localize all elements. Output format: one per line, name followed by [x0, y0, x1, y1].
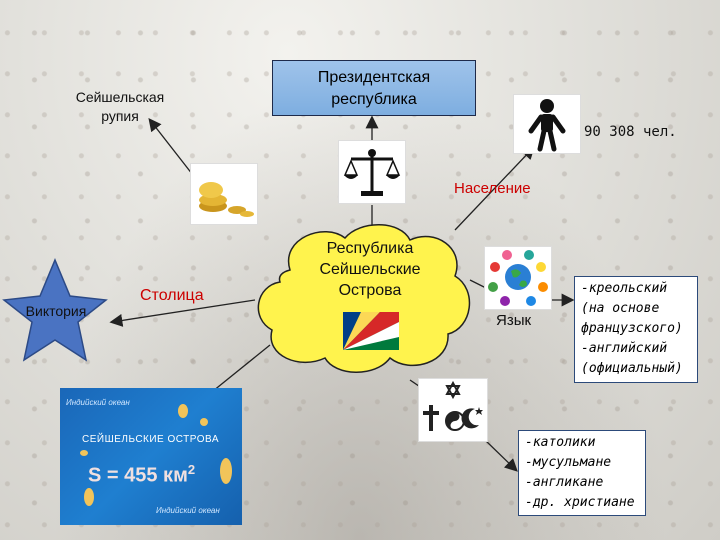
- language-item: (официальный): [581, 361, 683, 376]
- currency-text: Сейшельская рупия: [75, 89, 165, 124]
- map-ocean-bottom: Индийский океан: [156, 506, 220, 515]
- map-ocean-top: Индийский океан: [66, 398, 130, 407]
- seychelles-map: Индийский океан Индийский океан СЕЙШЕЛЬС…: [60, 388, 242, 525]
- capital-star-icon: [2, 258, 108, 362]
- religions-list: -католики -мусульмане -англикане -др. хр…: [518, 430, 646, 516]
- center-cloud: [257, 224, 471, 373]
- religion-item: -др. христиане: [525, 495, 635, 510]
- government-box: Президентская республика: [272, 60, 476, 116]
- government-text: Президентская республика: [317, 69, 431, 108]
- language-item: -креольский: [581, 281, 668, 296]
- map-island: [200, 418, 208, 426]
- capital-name: Виктория: [25, 303, 87, 319]
- person-icon: [513, 94, 581, 154]
- globe-hands-icon: [484, 246, 552, 310]
- map-island: [220, 458, 232, 484]
- map-island: [178, 404, 188, 418]
- arrow-religion-list: [484, 439, 518, 472]
- population-count: 90 308 чел.: [584, 124, 677, 140]
- seychelles-flag-icon: [343, 312, 399, 350]
- map-title: СЕЙШЕЛЬСКИЕ ОСТРОВА: [82, 434, 220, 445]
- language-label: Язык: [496, 312, 532, 329]
- arrow-capital: [109, 299, 256, 327]
- population-label: Население: [454, 180, 531, 197]
- map-island: [80, 450, 88, 456]
- languages-list: -креольский (на основе французского) -ан…: [574, 276, 698, 383]
- religion-item: -католики: [525, 435, 596, 450]
- arrow-population: [454, 146, 535, 231]
- religion-symbols-icon: [418, 378, 488, 442]
- area-label: S = 455 км2: [88, 458, 195, 488]
- coins-icon: [190, 163, 258, 225]
- map-island: [84, 488, 94, 506]
- area-text: S = 455 км: [88, 464, 188, 487]
- area-sup: 2: [187, 462, 196, 477]
- religion-item: -англикане: [525, 475, 604, 490]
- language-item: (на основе: [581, 301, 660, 316]
- scales-icon: [338, 140, 406, 204]
- center-title: Республика Сейшельские Острова: [319, 240, 421, 299]
- currency-label: Сейшельская рупия: [55, 88, 185, 126]
- capital-label: Столица: [140, 287, 204, 304]
- religion-item: -мусульмане: [525, 455, 612, 470]
- language-item: -английский: [581, 341, 668, 356]
- language-item: французского): [581, 321, 683, 336]
